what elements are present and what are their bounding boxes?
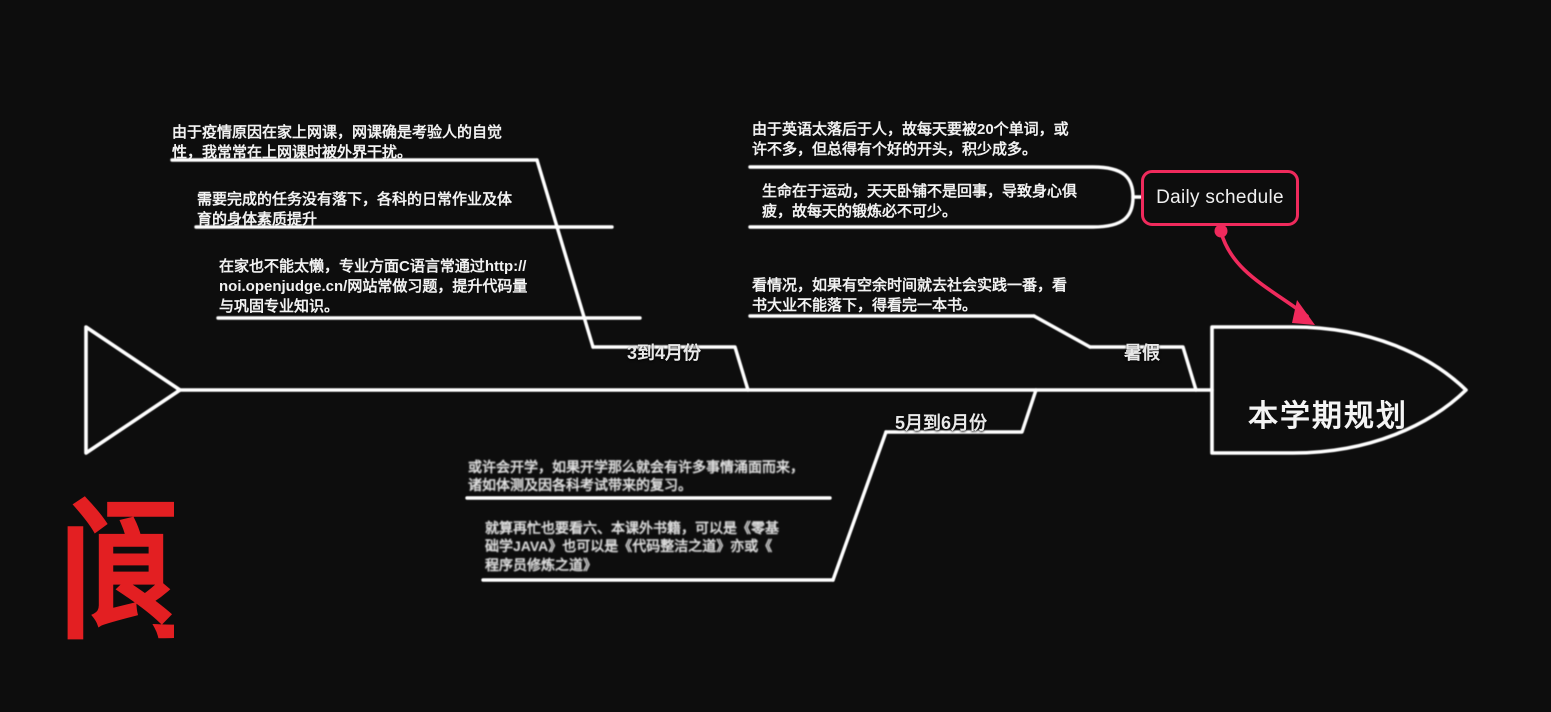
note-top-right-1: 由于英语太落后于人，故每天要被20个单词，或 许不多，但总得有个好的开头，积少成… — [752, 121, 1069, 158]
note-top-right-2: 生命在于运动，天天卧铺不是回事，导致身心俱 疲，故每天的锻炼必不可少。 — [762, 183, 1078, 220]
tail-triangle — [84, 325, 182, 455]
note-top-left-1: 由于疫情原因在家上网课，网课确是考验人的自觉 性，我常常在上网课时被外界干扰。 — [172, 124, 503, 161]
note-bottom-2: 就算再忙也要看六、本课外书籍，可以是《零基 础学JAVA》也可以是《代码整洁之道… — [485, 520, 779, 573]
branch-topright-diagonal — [1032, 314, 1092, 349]
daily-schedule-callout[interactable]: Daily schedule — [1141, 170, 1299, 226]
callout-connector — [1214, 224, 1315, 325]
branch-topleft-diagonal — [535, 158, 595, 349]
daily-schedule-label: Daily schedule — [1156, 187, 1284, 208]
callout-curve — [1219, 230, 1309, 318]
red-seal-stamp: 阆 — [56, 496, 174, 656]
note-top-left-2: 需要完成的任务没有落下，各科的日常作业及体 育的身体素质提升 — [197, 191, 513, 228]
note-top-left-3: 在家也不能太懒，专业方面C语言常通过http:// noi.openjudge.… — [219, 258, 528, 315]
stage-label-may-jun: 5月到6月份 — [895, 413, 988, 433]
callout-dot — [1214, 224, 1228, 238]
callout-arrowhead — [1292, 300, 1315, 325]
stage-label-summer: 暑假 — [1124, 343, 1160, 363]
note-bottom-1: 或许会开学，如果开学那么就会有许多事情涌面而来， 诸如体测及因各科考试带来的复习… — [468, 459, 804, 494]
branch-bottom-diagonal — [831, 430, 888, 582]
diagram-title: 本学期规划 — [1248, 400, 1408, 433]
note-top-right-3: 看情况，如果有空余时间就去社会实践一番，看 书大业不能落下，得看完一本书。 — [752, 277, 1068, 314]
stage-label-mar-apr: 3到4月份 — [627, 343, 702, 363]
